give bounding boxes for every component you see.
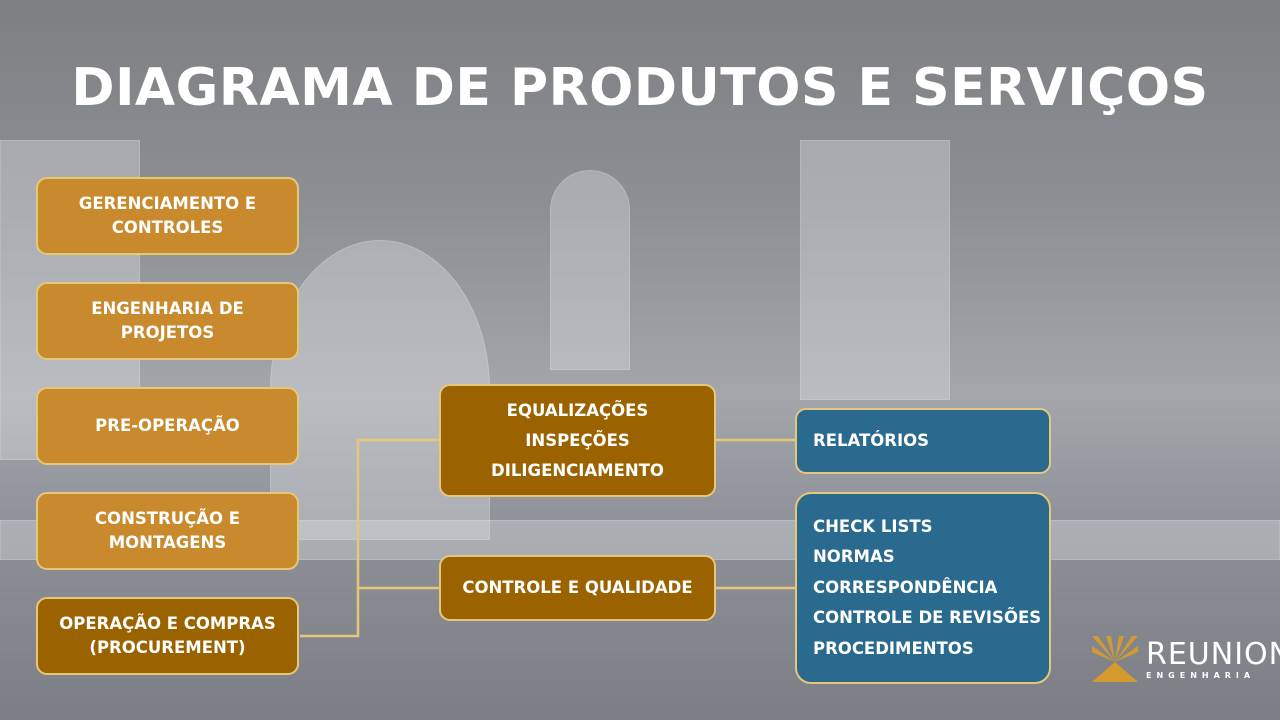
- box-engenharia: ENGENHARIA DE PROJETOS: [36, 282, 299, 360]
- box-text: CONSTRUÇÃO E: [94, 509, 241, 528]
- logo-subtitle: ENGENHARIA: [1146, 670, 1256, 680]
- box-text: OPERAÇÃO E COMPRAS: [59, 614, 276, 633]
- box-text: ENGENHARIA DE: [91, 299, 244, 318]
- page-title: DIAGRAMA DE PRODUTOS E SERVIÇOS: [71, 58, 1209, 118]
- box-text: MONTAGENS: [108, 533, 227, 552]
- box-text: EQUALIZAÇÕES: [506, 400, 649, 420]
- box-text: CORRESPONDÊNCIA: [813, 577, 998, 597]
- box-text: CONTROLE DE REVISÕES: [813, 608, 1042, 628]
- box-text: RELATÓRIOS: [813, 431, 930, 450]
- box-text: CONTROLE E QUALIDADE: [462, 578, 693, 597]
- box-text: PROCEDIMENTOS: [813, 638, 974, 658]
- box-equalizacoes: EQUALIZAÇÕES INSPEÇÕES DILIGENCIAMENTO: [439, 384, 716, 497]
- box-gerenciamento: GERENCIAMENTO E CONTROLES: [36, 177, 299, 255]
- box-text: CONTROLES: [111, 218, 224, 237]
- box-pre-operacao: PRE-OPERAÇÃO: [36, 387, 299, 465]
- box-text: CHECK LISTS: [813, 516, 933, 536]
- box-documentos: CHECK LISTS NORMAS CORRESPONDÊNCIA CONTR…: [795, 492, 1051, 684]
- reunion-logo: REUNION ENGENHARIA: [1092, 636, 1280, 682]
- box-text: PROJETOS: [120, 323, 215, 342]
- box-text: PRE-OPERAÇÃO: [95, 416, 240, 435]
- connector-procurement: [300, 438, 440, 638]
- box-text: INSPEÇÕES: [525, 430, 630, 450]
- box-text: GERENCIAMENTO E: [78, 194, 257, 213]
- logo-name: REUNION: [1146, 636, 1280, 672]
- box-text: NORMAS: [813, 547, 895, 567]
- box-text: (PROCUREMENT): [89, 638, 246, 657]
- box-operacao-compras: OPERAÇÃO E COMPRAS (PROCUREMENT): [36, 597, 299, 675]
- box-text: DILIGENCIAMENTO: [491, 460, 664, 480]
- sunburst-logo-icon: [1092, 636, 1138, 682]
- box-relatorios: RELATÓRIOS: [795, 408, 1051, 474]
- box-controle-qualidade: CONTROLE E QUALIDADE: [439, 555, 716, 621]
- box-construcao: CONSTRUÇÃO E MONTAGENS: [36, 492, 299, 570]
